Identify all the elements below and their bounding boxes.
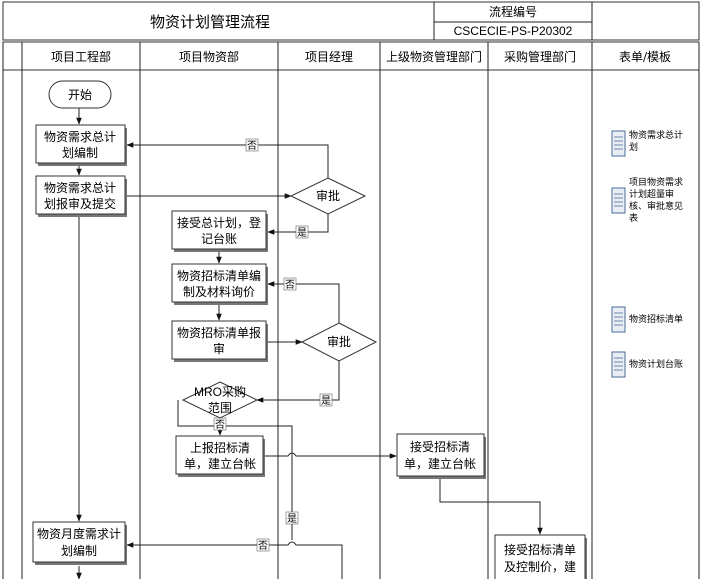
node-receive-total-plan-line2: 记台账 — [201, 231, 237, 246]
lane-header-project-manager: 项目经理 — [305, 50, 353, 64]
node-total-plan-compile-line2: 划编制 — [62, 145, 98, 160]
label-no-d1: 否 — [247, 140, 257, 152]
edge-d1-yes-n3 — [267, 214, 329, 235]
document-icon — [611, 351, 626, 378]
edge-d2-yes-d3 — [256, 361, 340, 403]
node-total-plan-compile[interactable]: 物资需求总计 划编制 — [35, 124, 127, 166]
header: 物资计划管理流程 流程编号 CSCECIE-PS-P20302 — [2, 1, 700, 41]
decision-approval-2-label: 审批 — [327, 334, 351, 349]
document-overquota-review-line4: 表 — [629, 212, 638, 224]
node-total-plan-submit-line1: 物资需求总计 — [44, 181, 116, 195]
node-accept-tender-control-price-line1: 接受招标清单 — [504, 542, 576, 557]
label-no-d2: 否 — [285, 279, 295, 291]
edge-d1-no-n1 — [126, 142, 329, 178]
page-title: 物资计划管理流程 — [150, 13, 270, 31]
node-tender-list-compile-line2: 制及材料询价 — [183, 285, 255, 299]
node-report-tender-list[interactable]: 上报招标清 单，建立台帐 — [175, 435, 265, 477]
node-tender-list-compile[interactable]: 物资招标清单编 制及材料询价 — [171, 263, 268, 305]
node-tender-list-submit[interactable]: 物资招标清单报 审 — [171, 320, 268, 362]
node-accept-tender-control-price-line2: 及控制价，建 — [504, 560, 576, 574]
node-total-plan-submit-line2: 划报审及提交 — [44, 196, 116, 211]
decision-approval-1-label: 审批 — [316, 188, 340, 203]
label-no-n8: 否 — [258, 540, 268, 552]
lane-header-engineering: 项目工程部 — [51, 49, 111, 64]
document-icon — [611, 306, 626, 333]
decision-mro-scope-line2: 范围 — [208, 401, 232, 415]
document-overquota-review-line3: 核、审批意见 — [629, 200, 683, 212]
label-yes-d2: 是 — [321, 395, 331, 407]
node-total-plan-compile-line1: 物资需求总计 — [44, 130, 116, 144]
document-icon — [611, 130, 626, 157]
form-documents: 物资需求总计 划 项目物资需求 计划超量审 核、审批意见 表 — [611, 129, 683, 378]
node-start-label: 开始 — [68, 88, 92, 102]
node-accept-tender-list-superior-line1: 接受招标清 — [410, 439, 470, 454]
node-receive-total-plan-line1: 接受总计划，登 — [177, 215, 261, 230]
lane-header-forms: 表单/模板 — [619, 50, 671, 64]
document-overquota-review[interactable]: 项目物资需求 计划超量审 核、审批意见 表 — [611, 176, 683, 224]
node-accept-tender-control-price[interactable]: 接受招标清单 及控制价，建 — [494, 534, 587, 579]
edge-labels: 否 是 否 是 否 是 否 — [213, 138, 333, 552]
node-report-tender-list-line1: 上报招标清 — [190, 440, 250, 455]
node-tender-list-compile-line1: 物资招标清单编 — [177, 268, 261, 283]
decision-mro-scope-line1: MRO采购 — [194, 384, 246, 399]
node-monthly-plan-compile-line2: 划编制 — [61, 543, 97, 558]
edge-n7-n9 — [439, 478, 543, 535]
document-total-plan-line1: 物资需求总计 — [629, 129, 683, 141]
edge-d3-yes-down — [177, 400, 293, 540]
label-yes-d3: 是 — [287, 513, 297, 525]
edge-n6-n7 — [265, 452, 397, 459]
node-tender-list-submit-line2: 审 — [213, 341, 225, 356]
edge-d2-no-n4 — [267, 281, 340, 323]
lane-header-materials: 项目物资部 — [179, 49, 239, 64]
label-no-d3: 否 — [215, 419, 225, 431]
process-code-value: CSCECIE-PS-P20302 — [454, 24, 573, 38]
node-monthly-plan-compile[interactable]: 物资月度需求计 划编制 — [32, 521, 127, 565]
node-total-plan-submit[interactable]: 物资需求总计 划报审及提交 — [35, 175, 127, 217]
document-plan-ledger-label: 物资计划台账 — [629, 358, 683, 370]
node-accept-tender-list-superior-line2: 单，建立台帐 — [404, 456, 476, 471]
process-code-label: 流程编号 — [489, 4, 537, 19]
edge-no-n8 — [126, 541, 343, 579]
decision-approval-1[interactable]: 审批 — [289, 177, 367, 215]
node-report-tender-list-line2: 单，建立台帐 — [184, 456, 256, 471]
nodes: 开始 物资需求总计 划编制 物资需求总计 划报审及提交 审批 接受总计划，登 记… — [32, 80, 587, 579]
label-yes-d1: 是 — [297, 227, 307, 239]
decision-mro-scope[interactable]: MRO采购 范围 — [181, 381, 259, 419]
node-monthly-plan-compile-line1: 物资月度需求计 — [37, 526, 121, 541]
document-tender-list-label: 物资招标清单 — [629, 313, 683, 325]
document-total-plan[interactable]: 物资需求总计 划 — [611, 129, 683, 157]
document-tender-list[interactable]: 物资招标清单 — [611, 306, 683, 333]
decision-approval-2[interactable]: 审批 — [300, 322, 378, 362]
node-accept-tender-list-superior[interactable]: 接受招标清 单，建立台帐 — [396, 433, 486, 479]
document-overquota-review-line1: 项目物资需求 — [629, 176, 683, 188]
document-icon — [611, 187, 626, 214]
node-start[interactable]: 开始 — [48, 80, 112, 109]
document-plan-ledger[interactable]: 物资计划台账 — [611, 351, 683, 378]
lane-header-row: 项目工程部 项目物资部 项目经理 上级物资管理部门 采购管理部门 表单/模板 — [2, 41, 700, 579]
document-overquota-review-line2: 计划超量审 — [629, 188, 674, 200]
node-tender-list-submit-line1: 物资招标清单报 — [177, 325, 261, 340]
document-total-plan-line2: 划 — [629, 141, 638, 153]
lane-header-procurement: 采购管理部门 — [504, 49, 576, 64]
node-receive-total-plan[interactable]: 接受总计划，登 记台账 — [171, 210, 268, 252]
lane-header-superior-materials: 上级物资管理部门 — [386, 49, 482, 64]
